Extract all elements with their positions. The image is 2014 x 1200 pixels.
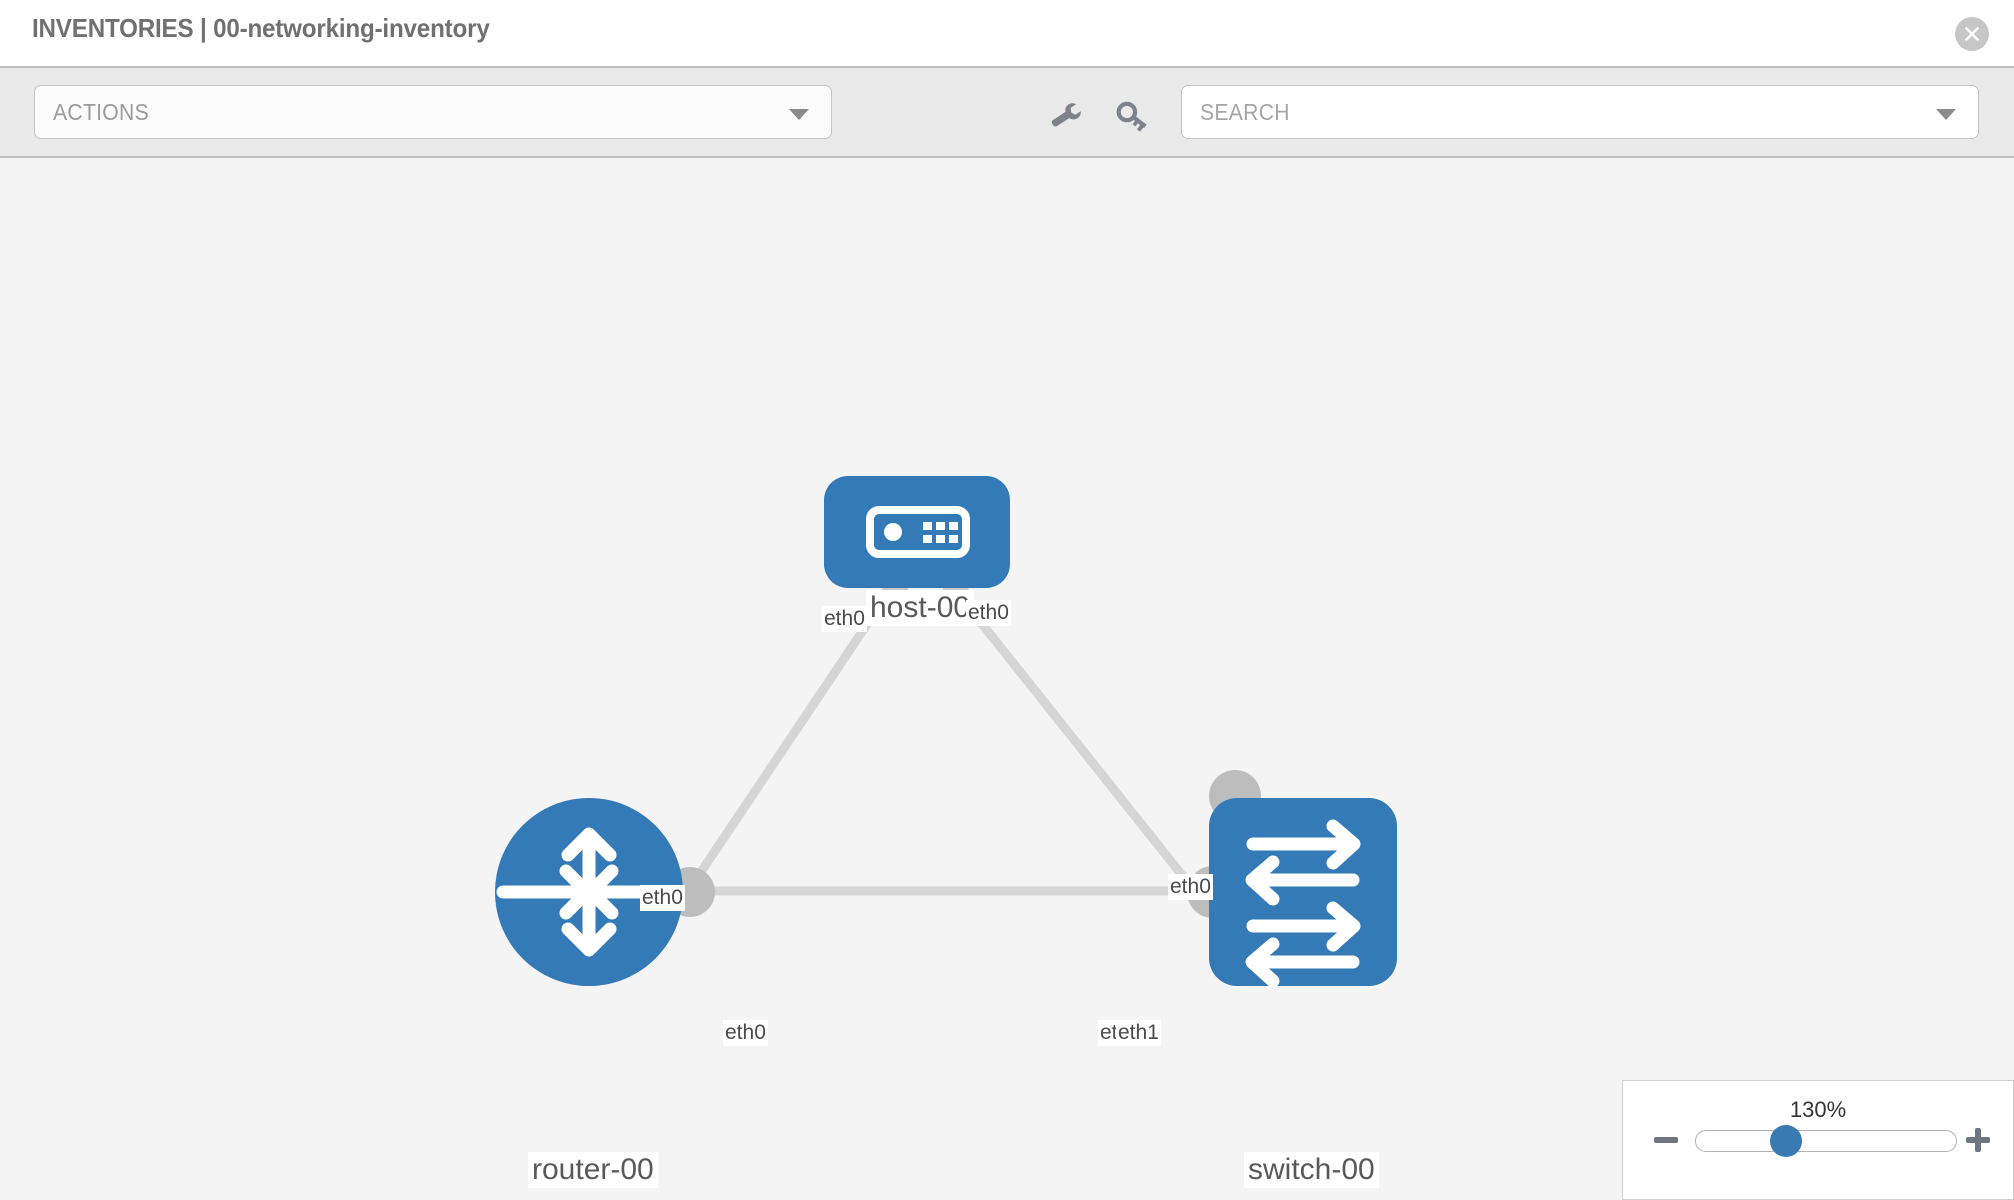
zoom-percent-label: 130% (1789, 1097, 1847, 1122)
wrench-button[interactable] (1045, 96, 1085, 136)
key-button[interactable] (1112, 96, 1152, 136)
node-router-00[interactable] (495, 798, 697, 986)
chevron-down-icon (789, 109, 809, 120)
zoom-in-button[interactable] (1963, 1125, 1993, 1155)
page-header: INVENTORIES | 00-networking-inventory (0, 0, 2014, 68)
zoom-slider-thumb[interactable] (1770, 1125, 1802, 1157)
zoom-slider-track[interactable] (1695, 1130, 1957, 1152)
search-placeholder-label: SEARCH (1200, 99, 1290, 125)
node-host-00[interactable] (824, 476, 1010, 588)
topology-graph (495, 476, 1397, 988)
page-title: INVENTORIES | 00-networking-inventory (32, 13, 490, 43)
actions-dropdown-label: ACTIONS (53, 99, 149, 125)
topology-canvas[interactable]: eth0 host-00 eth0 eth0 eth0 eth0 eth0 et… (0, 158, 2014, 1200)
plus-icon (1966, 1128, 1990, 1152)
actions-dropdown[interactable]: ACTIONS (34, 85, 832, 139)
minus-icon (1654, 1137, 1678, 1143)
close-icon (1964, 26, 1980, 42)
toolbar: ACTIONS (0, 68, 2014, 158)
wrench-icon (1051, 103, 1081, 127)
search-input[interactable]: SEARCH (1181, 85, 1979, 139)
zoom-control-panel: 130% (1622, 1080, 2014, 1200)
chevron-down-icon (1936, 109, 1956, 120)
close-button[interactable] (1955, 17, 1989, 51)
key-icon (1116, 101, 1147, 132)
node-switch-00[interactable] (1209, 798, 1397, 988)
zoom-out-button[interactable] (1651, 1125, 1681, 1155)
